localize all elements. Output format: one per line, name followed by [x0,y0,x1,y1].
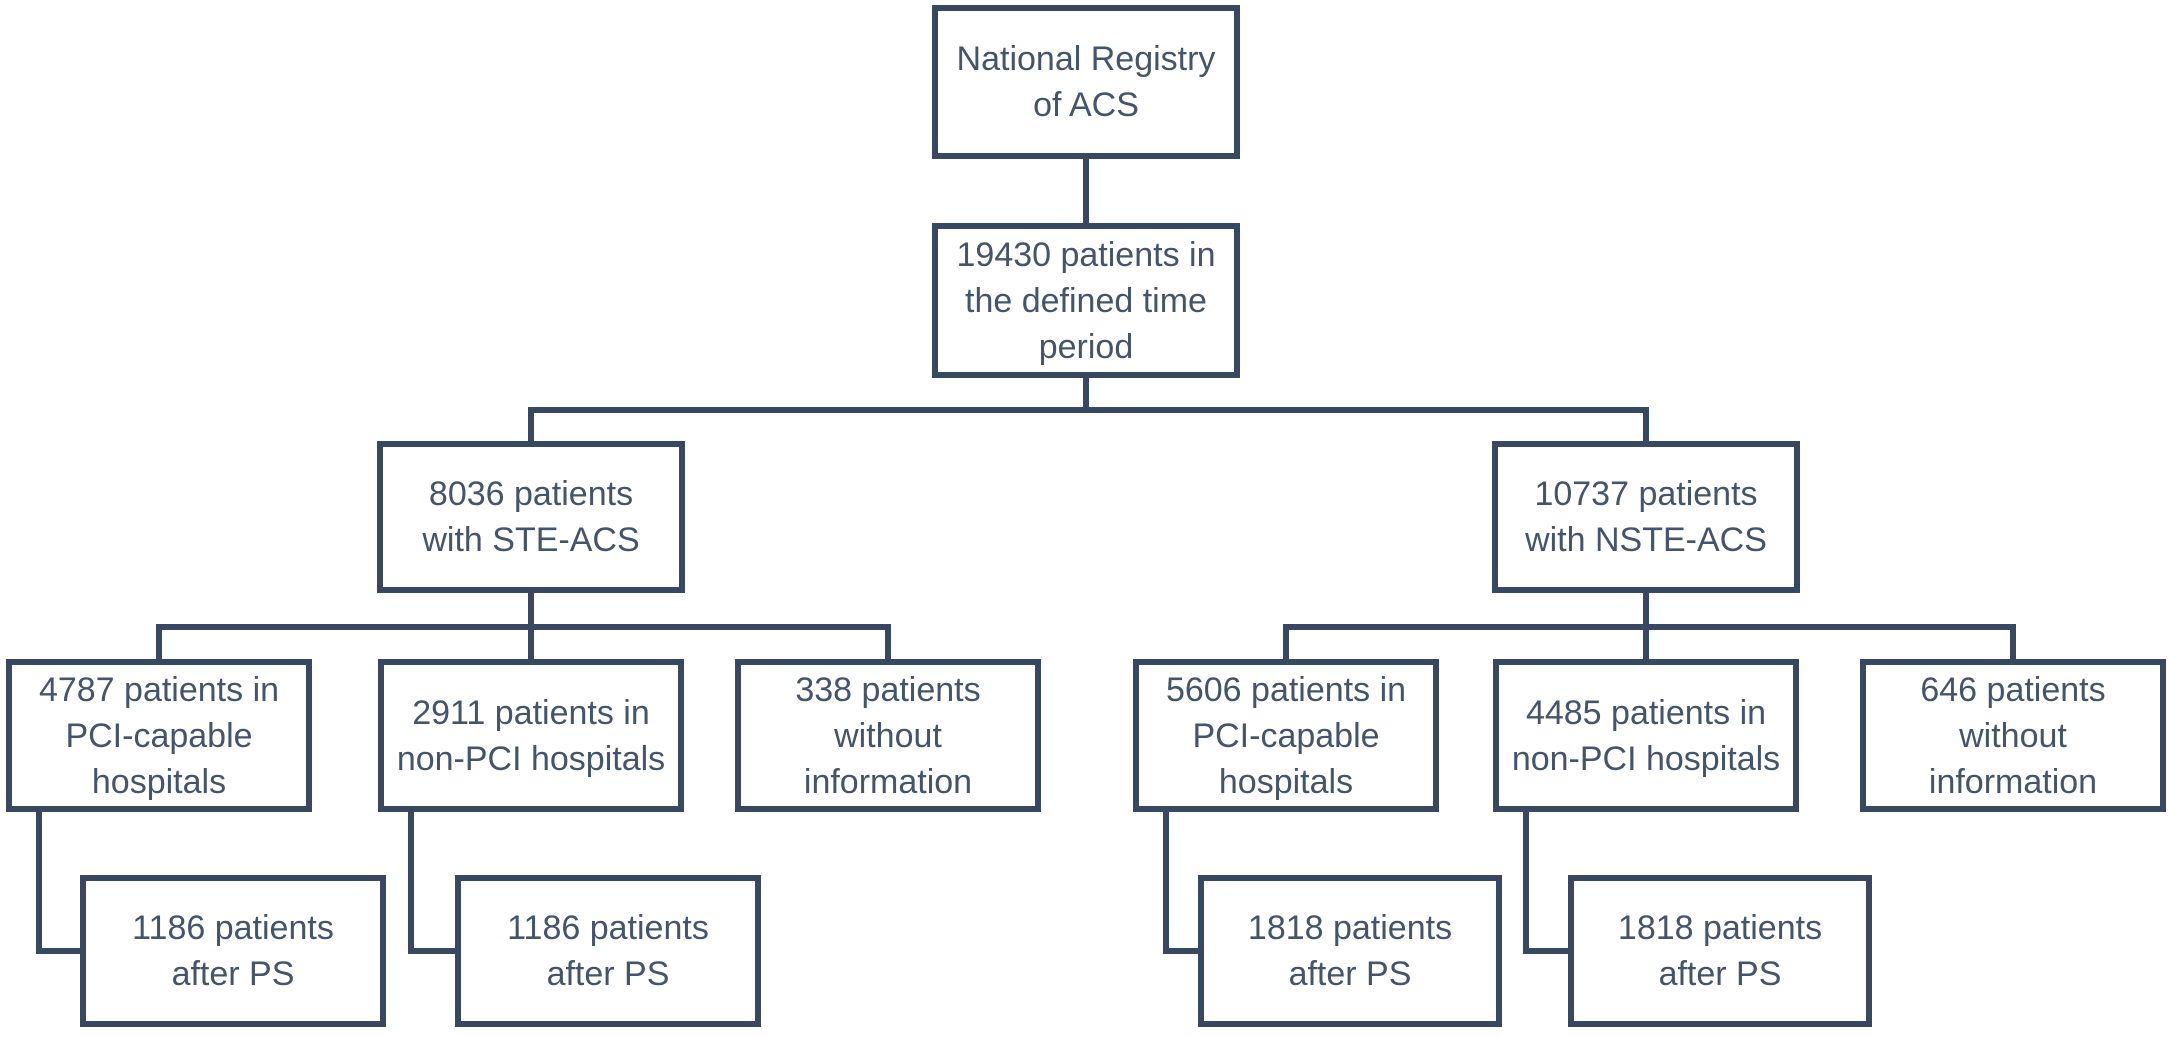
node-nste-pci-after-ps: 1818 patients after PS [1198,875,1502,1027]
node-ste-pci-hospitals-label: 4787 patients in PCI-capable hospitals [38,670,280,801]
connector-branch-rail-top [528,407,1649,413]
node-nste-pci-hospitals: 5606 patients in PCI-capable hospitals [1133,659,1439,812]
node-nste-no-information-label: 646 patients without information [1920,670,2106,801]
node-ste-acs: 8036 patients with STE-ACS [377,441,685,593]
node-ste-pci-hospitals: 4787 patients in PCI-capable hospitals [6,659,312,812]
connector-drop-ste-noinfo [885,624,891,659]
connector-ste-nonpci-ps-elbow-v [408,809,414,954]
node-ste-nonpci-after-ps: 1186 patients after PS [455,875,761,1027]
connector-ste-pci-ps-elbow-v [36,809,42,954]
connector-drop-nste-noinfo [2010,624,2016,659]
connector-drop-nste [1643,407,1649,441]
node-nste-pci-hospitals-label: 5606 patients in PCI-capable hospitals [1165,670,1407,801]
connector-nste-nonpci-ps-elbow-v [1523,809,1529,954]
node-national-registry: National Registry of ACS [932,5,1240,159]
node-nste-pci-after-ps-label: 1818 patients after PS [1247,909,1453,993]
node-ste-nonpci-hospitals-label: 2911 patients in non-PCI hospitals [396,693,666,778]
node-nste-nonpci-hospitals: 4485 patients in non-PCI hospitals [1493,659,1799,812]
connector-drop-ste-pci [156,624,162,659]
node-nste-acs: 10737 patients with NSTE-ACS [1492,441,1800,593]
node-nste-nonpci-after-ps-label: 1818 patients after PS [1617,909,1823,993]
node-nste-acs-label: 10737 patients with NSTE-ACS [1525,475,1767,559]
connector-nste-pci-ps-elbow-v [1163,809,1169,954]
connector-rail-ste-children [156,624,891,630]
connector-ste-pci-ps-elbow-h [36,948,86,954]
node-ste-no-information: 338 patients without information [735,659,1041,812]
connector-period-branch-stem [1083,372,1089,413]
node-ste-pci-after-ps-label: 1186 patients after PS [132,909,334,993]
connector-nste-pci-ps-elbow-h [1163,948,1204,954]
node-nste-nonpci-hospitals-label: 4485 patients in non-PCI hospitals [1511,693,1781,778]
node-nste-no-information: 646 patients without information [1860,659,2166,812]
node-ste-nonpci-hospitals: 2911 patients in non-PCI hospitals [378,659,684,812]
node-defined-period: 19430 patients in the defined time perio… [932,223,1240,378]
connector-rail-nste-children [1283,624,2016,630]
node-ste-nonpci-after-ps-label: 1186 patients after PS [507,909,709,993]
node-nste-nonpci-after-ps: 1818 patients after PS [1568,875,1872,1027]
node-national-registry-label: National Registry of ACS [956,40,1216,124]
node-ste-acs-label: 8036 patients with STE-ACS [422,475,640,559]
connector-registry-period [1083,152,1089,228]
node-ste-no-information-label: 338 patients without information [795,670,981,801]
connector-nste-nonpci-ps-elbow-h [1523,948,1574,954]
node-defined-period-label: 19430 patients in the defined time perio… [956,235,1216,366]
connector-drop-ste [528,407,534,441]
connector-drop-nste-pci [1283,624,1289,659]
connector-ste-nonpci-ps-elbow-h [408,948,461,954]
node-ste-pci-after-ps: 1186 patients after PS [80,875,386,1027]
